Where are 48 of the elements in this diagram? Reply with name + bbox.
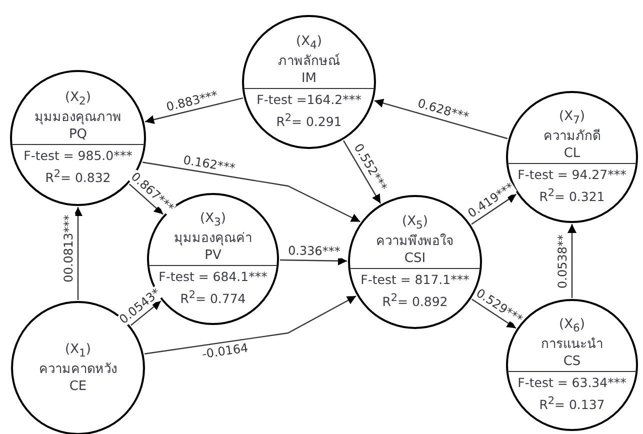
construct-name: ความพึงพอใจ xyxy=(376,233,454,250)
variable-code: (X$_{5}$) xyxy=(402,212,428,234)
construct-abbreviation: CSI xyxy=(404,250,426,268)
construct-name: ความภักดี xyxy=(544,128,600,146)
r-squared-value: R$^{2}$= 0.892 xyxy=(382,291,448,312)
f-test-value: F-test =164.2*** xyxy=(256,91,362,110)
path-arrow xyxy=(130,300,162,326)
path-arrow xyxy=(472,298,516,329)
path-arrow xyxy=(142,162,360,222)
construct-abbreviation: CE xyxy=(69,378,87,396)
f-test-value: F-test = 684.1*** xyxy=(158,268,268,286)
variable-code: (X$_{7}$) xyxy=(559,108,585,128)
r-squared-value: R$^{2}$= 0.321 xyxy=(539,186,605,206)
r-squared-value: R$^{2}$= 0.774 xyxy=(180,288,246,308)
variable-code: (X$_{1}$) xyxy=(65,340,91,362)
construct-abbreviation: PV xyxy=(204,247,222,264)
path-arrow xyxy=(374,98,508,140)
f-test-value: F-test = 94.27*** xyxy=(518,166,626,184)
path-arrow xyxy=(471,194,517,225)
construct-name: ภาพลักษณ์ xyxy=(278,53,340,70)
path-coefficient: 0.0538** xyxy=(556,233,570,289)
path-arrow xyxy=(342,140,382,204)
f-test-value: F-test = 63.34*** xyxy=(518,374,626,392)
path-arrow xyxy=(74,207,82,300)
construct-name: ความคาดหวัง xyxy=(39,361,117,378)
construct-name: การแนะนำ xyxy=(541,336,603,354)
path-arrow xyxy=(144,295,356,354)
path-coefficient: 0.336*** xyxy=(286,244,342,258)
variable-code: (X$_{4}$) xyxy=(296,32,322,54)
path-coefficient: 00.0813*** xyxy=(62,214,76,284)
r-squared-value: R$^{2}$= 0.137 xyxy=(539,394,605,414)
construct-name: มุมมองคุณค่า xyxy=(174,230,252,248)
f-test-value: F-test = 817.1*** xyxy=(360,271,470,290)
path-arrow xyxy=(280,256,348,266)
variable-code: (X$_{6}$) xyxy=(559,316,585,336)
variable-code: (X$_{2}$) xyxy=(65,88,91,110)
construct-abbreviation: PQ xyxy=(68,126,88,144)
r-squared-value: R$^{2}$= 0.832 xyxy=(45,167,111,188)
construct-abbreviation: CS xyxy=(563,353,581,370)
construct-abbreviation: IM xyxy=(301,70,317,88)
variable-code: (X$_{3}$) xyxy=(200,210,226,230)
path-arrow xyxy=(144,97,244,124)
path-arrow xyxy=(568,224,576,298)
f-test-value: F-test = 985.0*** xyxy=(24,147,132,166)
r-squared-value: R$^{2}$= 0.291 xyxy=(276,111,342,132)
construct-abbreviation: CL xyxy=(564,145,580,162)
path-arrow xyxy=(128,184,164,215)
construct-name: มุมมองคุณภาพ xyxy=(34,109,122,126)
